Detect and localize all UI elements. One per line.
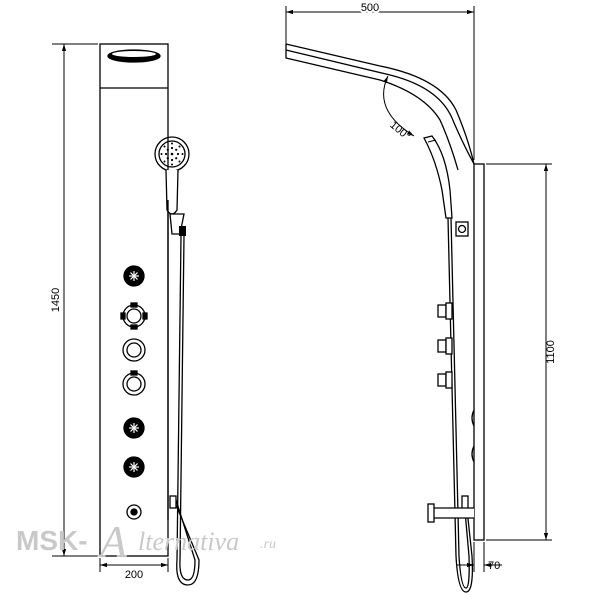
side-hand-shower bbox=[423, 135, 453, 219]
width-dimension-200 bbox=[99, 558, 169, 572]
diverter-knob bbox=[120, 302, 148, 330]
angle-label: 100° bbox=[387, 119, 412, 143]
body-jet-3 bbox=[123, 456, 145, 478]
side-panel-outline bbox=[473, 163, 485, 541]
watermark-logo-a: A bbox=[97, 517, 128, 566]
watermark: MSK- A lternativa .ru bbox=[16, 517, 276, 566]
height-label-1100: 1100 bbox=[545, 340, 557, 364]
side-knob-1 bbox=[437, 304, 447, 318]
body-jet-1 bbox=[123, 265, 145, 287]
bottom-outlet bbox=[126, 504, 142, 520]
side-knob-2 bbox=[437, 339, 447, 353]
height-dimension-1100 bbox=[486, 163, 552, 541]
watermark-lternativa: lternativa bbox=[138, 527, 239, 556]
side-view bbox=[285, 43, 485, 593]
depth-dimension-70 bbox=[456, 542, 502, 572]
width-label-200: 200 bbox=[125, 569, 143, 581]
depth-label-70: 70 bbox=[488, 560, 500, 572]
watermark-msk: MSK- bbox=[16, 525, 88, 556]
bottom-spout bbox=[431, 507, 474, 519]
angle-arc bbox=[383, 75, 415, 137]
height-label-1450: 1450 bbox=[50, 288, 62, 312]
width-label-500: 500 bbox=[361, 2, 379, 14]
shower-hose bbox=[173, 235, 200, 586]
temperature-knob bbox=[122, 338, 146, 362]
overhead-arm bbox=[285, 44, 475, 165]
height-dimension-1450 bbox=[52, 43, 98, 557]
watermark-ru: .ru bbox=[260, 537, 276, 552]
side-knob-3 bbox=[437, 373, 447, 387]
body-jet-2 bbox=[123, 417, 145, 439]
width-dimension-500 bbox=[285, 6, 475, 160]
front-view bbox=[99, 43, 200, 586]
front-panel-outline bbox=[99, 43, 169, 557]
flow-knob bbox=[122, 370, 146, 396]
